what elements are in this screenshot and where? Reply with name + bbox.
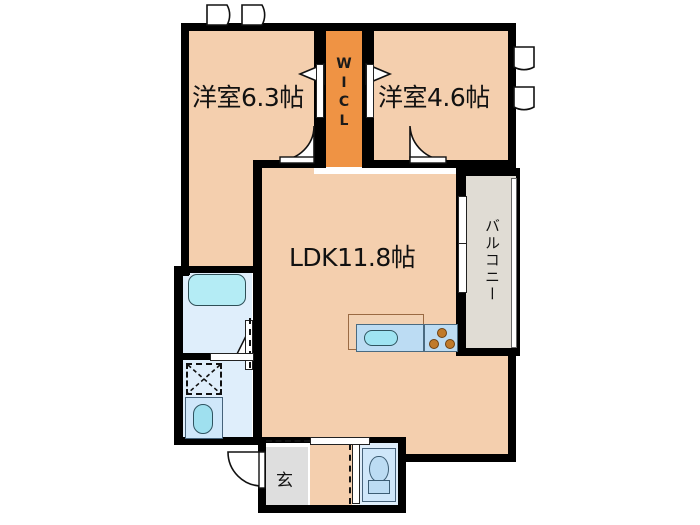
label-bedroom-6-3: 洋室6.3帖: [192, 83, 304, 112]
wicl-door-right-panel[interactable]: [366, 64, 374, 118]
washroom-door-sill: [210, 353, 254, 361]
room-wicl: [326, 30, 362, 167]
washroom-door-track: [249, 318, 251, 368]
bathtub: [188, 274, 246, 306]
bedroom-6-3-door-icon[interactable]: [276, 124, 320, 166]
wall-balcony-bottom: [456, 348, 520, 356]
window-top-1-icon: [206, 4, 231, 26]
wall-bath-bottom: [174, 437, 266, 445]
label-balcony: バルコニー: [483, 218, 501, 303]
stove-burner-3-icon: [445, 339, 455, 349]
room-bedroom-4-6: [374, 30, 509, 167]
balcony-rail: [511, 178, 517, 348]
kitchen-sink-bowl: [364, 330, 398, 346]
label-ldk: LDK11.8帖: [289, 243, 416, 272]
washbasin-bowl: [193, 404, 213, 434]
room-genkan: [265, 447, 308, 505]
stove-burner-1-icon: [437, 328, 447, 338]
wall-balcony-top: [456, 168, 520, 176]
bedroom-4-6-door-icon[interactable]: [406, 124, 452, 166]
wall-right-upper: [508, 23, 516, 176]
wall-bottom-mid-right: [398, 440, 406, 512]
ldk-hall-door-track: [266, 440, 310, 442]
label-wicl: WICL: [336, 56, 352, 132]
wall-bedroom46-bottom: [362, 160, 516, 168]
wall-ldk-left: [253, 160, 262, 445]
window-top-2-icon: [241, 4, 266, 26]
room-ldk-lower-right: [405, 350, 509, 462]
wall-balcony-right: [516, 176, 520, 348]
wall-bedroom63-bottom: [253, 160, 326, 168]
wall-bath-top: [174, 266, 262, 273]
stove-burner-2-icon: [429, 339, 439, 349]
toilet-bowl-icon: [369, 456, 389, 482]
ldk-hall-door[interactable]: [310, 437, 370, 445]
window-right-2-icon: [513, 86, 535, 111]
wall-right-lower: [508, 348, 516, 462]
washing-machine-pan: [186, 363, 222, 395]
wall-bedroom63-lowerleft: [181, 266, 189, 276]
label-genkan: 玄: [276, 471, 293, 491]
toilet-door-panel[interactable]: [352, 444, 360, 504]
window-right-1-icon: [513, 46, 535, 71]
wall-bath-divider: [174, 353, 236, 360]
room-balcony: [466, 176, 516, 348]
washing-machine-cross-icon: [187, 364, 221, 394]
entrance-door-icon[interactable]: [214, 448, 266, 500]
toilet-tank-icon: [368, 480, 390, 494]
wall-bottom: [258, 505, 406, 513]
balcony-sliding-door-upper[interactable]: [458, 196, 467, 246]
balcony-sliding-door-lower[interactable]: [458, 243, 467, 293]
wall-bottom-right: [398, 454, 516, 462]
wicl-door-left-panel[interactable]: [316, 64, 324, 118]
room-hall: [310, 440, 352, 505]
wall-top: [181, 23, 516, 31]
label-bedroom-4-6: 洋室4.6帖: [378, 83, 490, 112]
wall-left-upper: [181, 23, 189, 275]
toilet-door-track: [349, 444, 351, 504]
